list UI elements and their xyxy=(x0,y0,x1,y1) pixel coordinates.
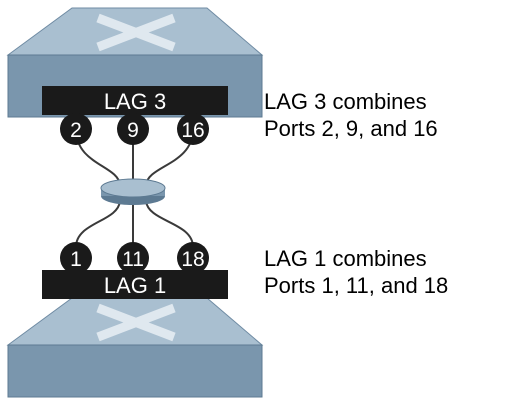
port-2-label: 2 xyxy=(70,119,82,142)
lag-1-description-line2: Ports 1, 11, and 18 xyxy=(264,273,449,298)
lag-1-label: LAG 1 xyxy=(104,273,166,298)
lag-3-description-line2: Ports 2, 9, and 16 xyxy=(264,116,438,141)
lag-1-description-line1: LAG 1 combines xyxy=(264,246,427,271)
port-1-circle xyxy=(60,242,92,274)
port-9-circle xyxy=(117,113,149,145)
port-1-label: 1 xyxy=(70,248,82,271)
lag-3-box xyxy=(42,86,228,115)
lag-1-description: LAG 1 combines Ports 1, 11, and 18 xyxy=(264,245,448,299)
lag-3-description-line1: LAG 3 combines xyxy=(264,89,427,114)
port-18-label: 18 xyxy=(181,248,204,271)
lag-3-label: LAG 3 xyxy=(104,89,166,114)
bottom-switch-x-icon xyxy=(96,303,176,342)
port-2-circle xyxy=(60,113,92,145)
bottom-switch-body xyxy=(7,344,263,398)
port-11-circle xyxy=(117,242,149,274)
top-switch-x-icon xyxy=(96,13,176,52)
port-11-label: 11 xyxy=(122,248,144,271)
lag-1-box xyxy=(42,270,228,299)
lag-connector xyxy=(100,178,166,205)
lag-3-description: LAG 3 combines Ports 2, 9, and 16 xyxy=(264,88,438,142)
bottom-ports: 1 11 18 xyxy=(60,242,209,274)
port-16-circle xyxy=(177,113,209,145)
bottom-switch xyxy=(6,297,264,398)
top-ports: 2 9 16 xyxy=(60,113,209,145)
port-18-circle xyxy=(177,242,209,274)
port-9-label: 9 xyxy=(127,119,139,142)
port-16-label: 16 xyxy=(181,119,204,142)
